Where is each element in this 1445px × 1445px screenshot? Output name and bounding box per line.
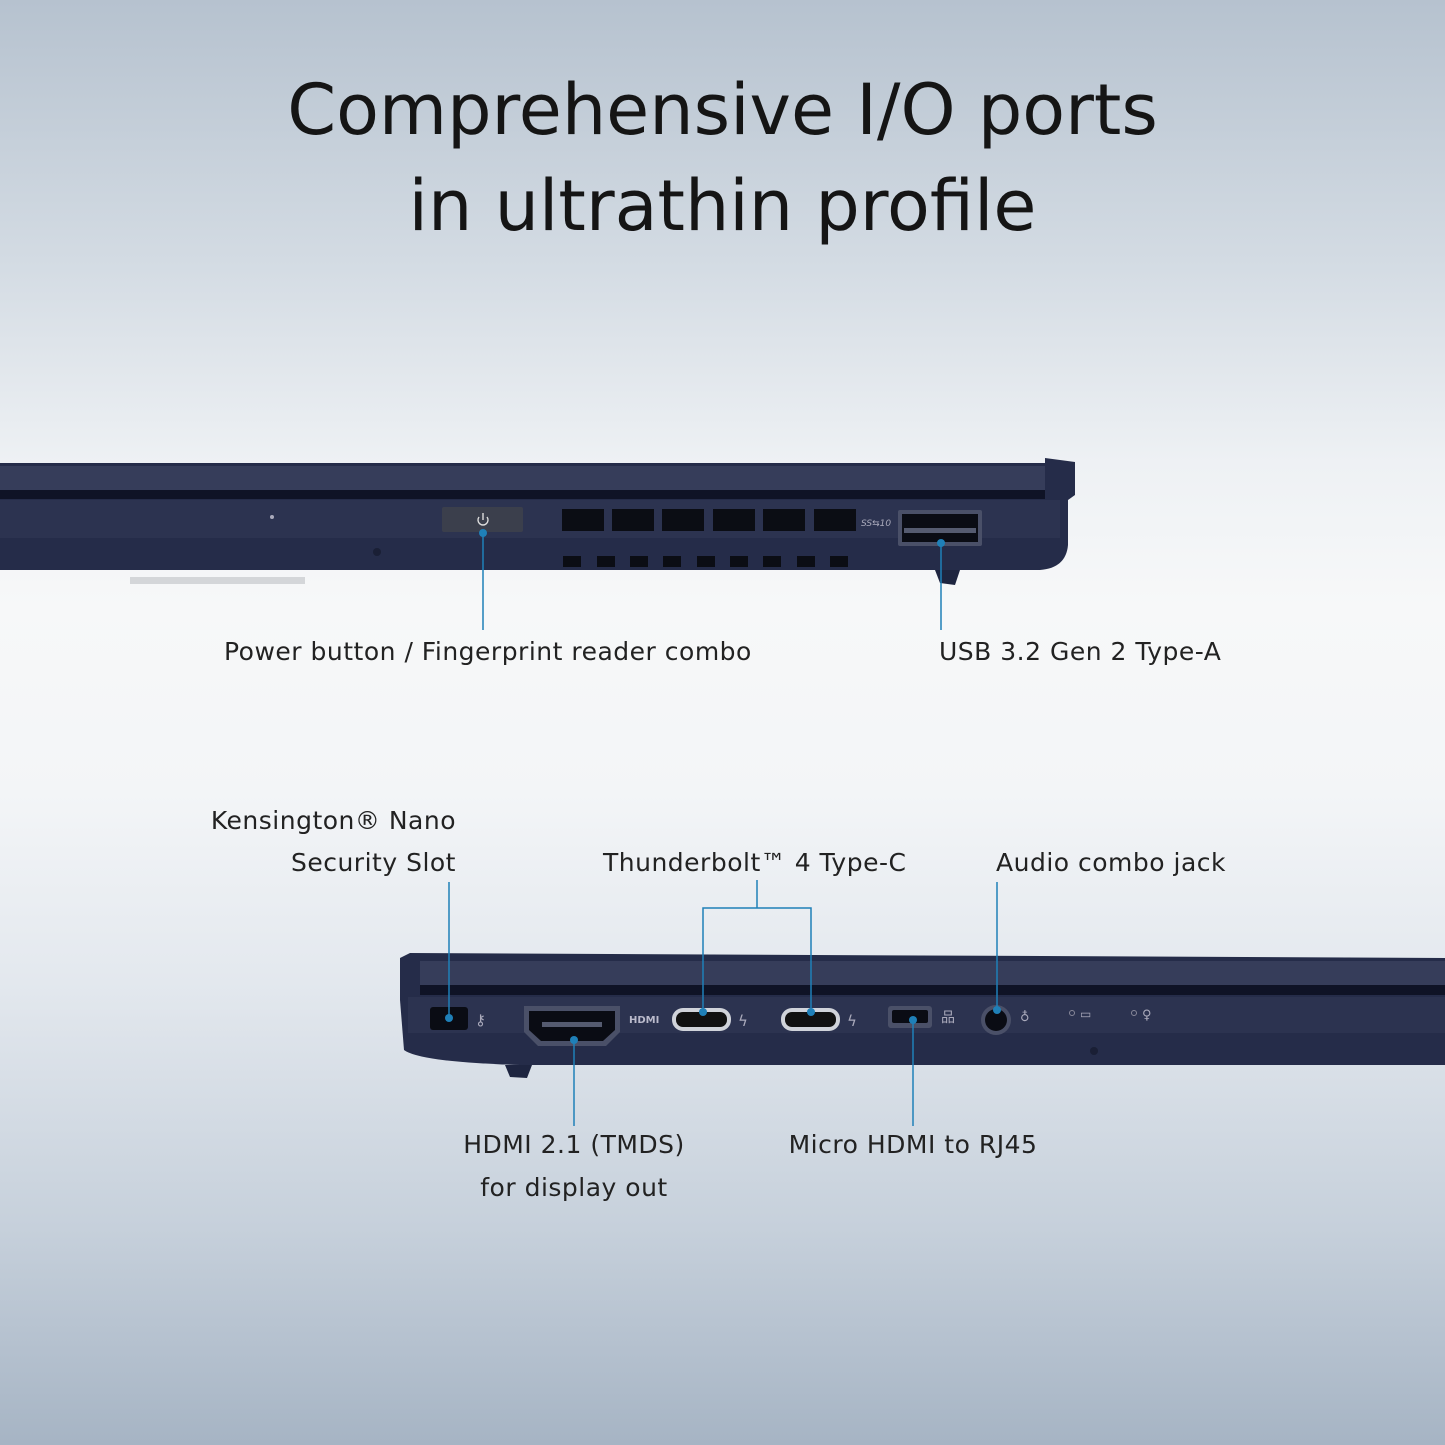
usb-a-port (898, 510, 982, 546)
headline-line-2: in ultrathin profile (408, 165, 1037, 247)
label-usb-a: USB 3.2 Gen 2 Type-A (939, 637, 1222, 666)
label-audio-jack: Audio combo jack (996, 848, 1226, 877)
label-kensington-2: Security Slot (290, 848, 456, 877)
headline-line-1: Comprehensive I/O ports (287, 69, 1158, 151)
thunderbolt-icon-1: ϟ (738, 1012, 748, 1030)
usb-ss10-mark: SS⇆10 (861, 519, 891, 529)
callout-lines-top (482, 533, 942, 630)
power-led-icon: ♀ (1142, 1008, 1152, 1023)
label-hdmi-1: HDMI 2.1 (TMDS) (463, 1130, 685, 1159)
laptop-right-side: SS⇆10 (0, 458, 1075, 585)
laptop-left-side: ⚷ HDMI ϟ ϟ 品 ♁ ▭ ♀ (400, 953, 1445, 1078)
lock-icon: ⚷ (475, 1011, 486, 1029)
hdmi-mark: HDMI (629, 1015, 659, 1026)
power-icon (477, 513, 489, 526)
audio-jack (981, 1005, 1011, 1035)
label-kensington-1: Kensington® Nano (210, 806, 456, 835)
label-hdmi-2: for display out (480, 1173, 668, 1202)
label-power-button: Power button / Fingerprint reader combo (224, 637, 752, 666)
callout-lines-bottom (448, 880, 998, 1126)
headline: Comprehensive I/O ports in ultrathin pro… (0, 62, 1445, 254)
headset-icon: ♁ (1020, 1010, 1030, 1025)
thunderbolt-icon-2: ϟ (847, 1012, 857, 1030)
thunderbolt-port-2 (781, 1008, 840, 1031)
vents-lower (563, 556, 848, 567)
label-thunderbolt: Thunderbolt™ 4 Type-C (603, 848, 907, 877)
micro-hdmi-port (888, 1006, 932, 1028)
hdmi-port (524, 1006, 620, 1046)
label-micro-hdmi: Micro HDMI to RJ45 (788, 1130, 1038, 1159)
thunderbolt-port-1 (672, 1008, 731, 1031)
vents-upper (562, 509, 856, 531)
battery-icon: ▭ (1080, 1007, 1091, 1021)
network-icon: 品 (941, 1010, 955, 1026)
